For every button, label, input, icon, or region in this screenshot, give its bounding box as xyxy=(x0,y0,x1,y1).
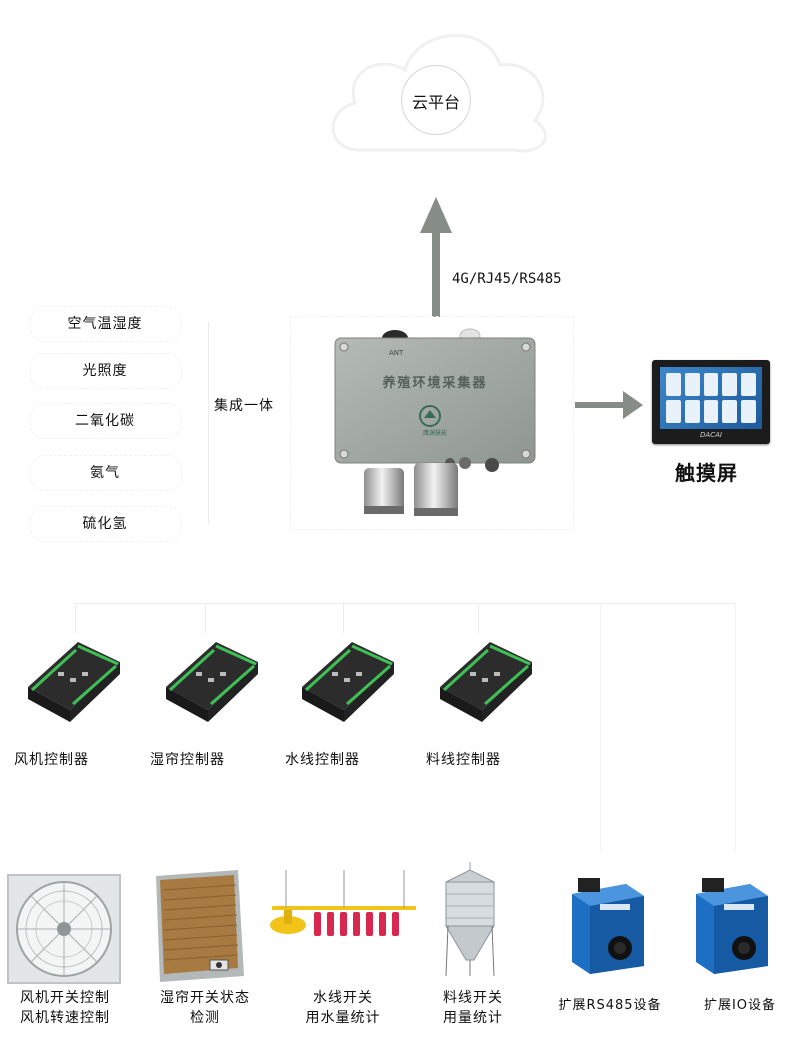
io-expansion-label: 扩展IO设备 xyxy=(703,998,777,1013)
display-arrow xyxy=(575,391,643,419)
pad-controller-image xyxy=(166,642,258,722)
sensor-list-bracket xyxy=(208,322,210,524)
sensor-item-illuminance: 光照度 xyxy=(82,363,128,379)
sensor-item-bg-5 xyxy=(30,506,182,542)
touchscreen-label: 触摸屏 xyxy=(675,461,738,485)
app-icon xyxy=(741,400,756,423)
sensor-item-air-temp-humidity: 空气温湿度 xyxy=(67,316,143,332)
water-controller-label: 水线控制器 xyxy=(285,752,360,768)
cloud-platform-label: 云平台 xyxy=(411,93,460,112)
water-function-label: 水线开关 用水量统计 xyxy=(305,990,381,1026)
sensor-item-bg-1 xyxy=(30,306,182,342)
sensor-item-ammonia: 氨气 xyxy=(90,465,120,481)
bus-drop xyxy=(735,603,736,853)
water-controller-image xyxy=(302,642,394,722)
cooling-pad-image xyxy=(156,870,244,982)
water-line-image xyxy=(270,870,416,936)
controller-bus xyxy=(75,603,735,604)
app-icon xyxy=(666,400,681,423)
exhaust-fan-image xyxy=(7,874,121,984)
bus-drop xyxy=(600,603,601,853)
app-icon xyxy=(666,373,681,396)
app-icon xyxy=(684,373,700,396)
touchscreen-brand: DACAI xyxy=(700,431,722,439)
bus-drop xyxy=(478,603,479,633)
device-brand-text: 鹰渊慧能 xyxy=(422,430,447,437)
bus-drop xyxy=(75,603,76,633)
pad-controller-label: 湿帘控制器 xyxy=(150,752,225,768)
io-device-image xyxy=(696,878,768,974)
uplink-protocol-label: 4G/RJ45/RS485 xyxy=(452,271,562,287)
fan-controller-label: 风机控制器 xyxy=(14,752,89,768)
fan-function-label: 风机开关控制 风机转速控制 xyxy=(20,990,110,1026)
integration-label: 集成一体 xyxy=(214,398,274,414)
app-icon xyxy=(722,373,738,396)
fan-controller-image xyxy=(28,642,120,722)
feed-controller-image xyxy=(440,642,532,722)
rs485-device-image xyxy=(572,878,644,974)
cloud-circle xyxy=(401,65,471,135)
sensor-item-bg-4 xyxy=(30,455,182,491)
device-antenna-label: ANT xyxy=(389,349,404,357)
app-icon xyxy=(703,373,719,396)
fan-icon xyxy=(16,881,112,977)
collector-device xyxy=(334,328,536,516)
pad-function-label: 湿帘开关状态 检测 xyxy=(160,990,250,1026)
bus-drop xyxy=(343,603,344,633)
bus-drop xyxy=(205,603,206,633)
app-icon xyxy=(703,400,719,423)
sensor-item-h2s: 硫化氢 xyxy=(82,516,128,532)
feed-silo-image xyxy=(445,862,495,977)
sensor-item-bg-2 xyxy=(30,353,182,389)
device-title: 养殖环境采集器 xyxy=(382,376,488,391)
sensor-item-co2: 二氧化碳 xyxy=(75,413,135,429)
rs485-expansion-label: 扩展RS485设备 xyxy=(558,998,662,1013)
app-icon xyxy=(741,373,756,396)
feed-function-label: 料线开关 用量统计 xyxy=(443,990,503,1026)
app-icon xyxy=(722,400,738,423)
touchscreen-app-grid xyxy=(666,373,756,423)
feed-controller-label: 料线控制器 xyxy=(426,752,501,768)
uplink-arrow xyxy=(420,197,452,317)
sensor-item-bg-3 xyxy=(30,403,182,439)
app-icon xyxy=(684,400,700,423)
device-frame xyxy=(290,316,574,530)
